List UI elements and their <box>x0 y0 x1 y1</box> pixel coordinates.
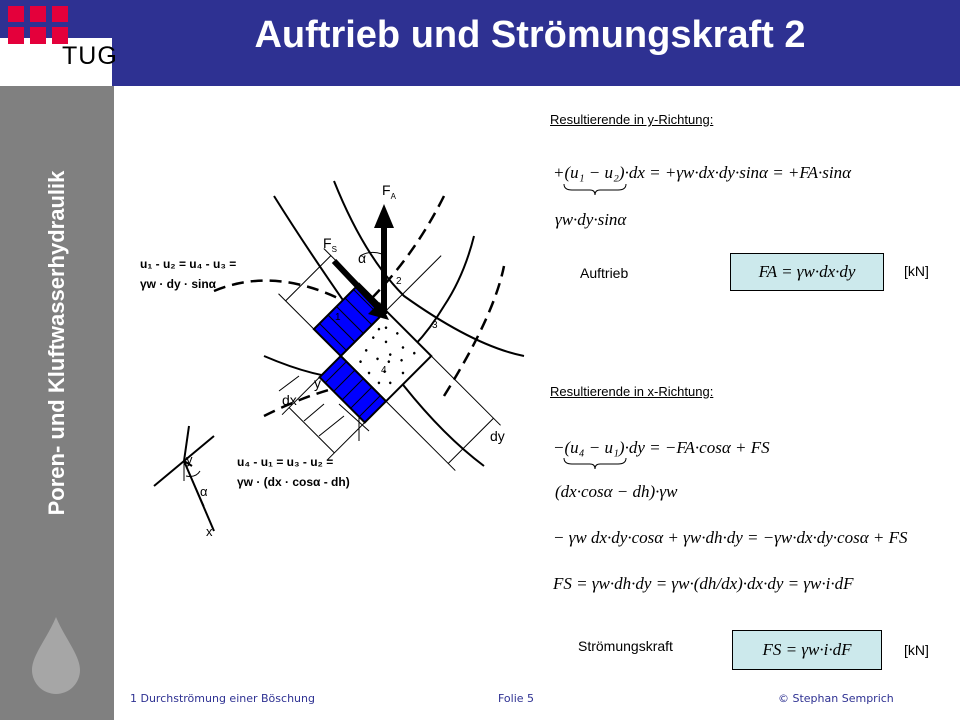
point-4-label: 4 <box>381 365 387 376</box>
page-title: Auftrieb und Strömungskraft 2 <box>254 14 806 56</box>
axis-x-label: x <box>206 524 213 539</box>
fa-label: FA <box>382 182 396 201</box>
alpha-label: α <box>358 250 367 266</box>
brace-y <box>563 183 627 196</box>
equation-x-3: − γw dx·dy·cosα + γw·dh·dy = −γw·dx·dy·c… <box>553 528 908 547</box>
stroemungskraft-unit: [kN] <box>904 642 929 658</box>
heading-x-direction: Resultierende in x-Richtung: <box>550 384 714 399</box>
equation-y-1: +(u₁ − u₂)·dx = +γw·dx·dy·sinα = +FA·sin… <box>553 163 851 182</box>
header-bar <box>0 0 960 86</box>
footer-chapter: 1 Durchströmung einer Böschung <box>130 692 315 705</box>
point-1-label: 1 <box>335 312 341 323</box>
dx-dim-label: dx <box>282 392 297 408</box>
slope-flow-diagram <box>153 180 525 532</box>
dy-dim-label: dy <box>490 428 505 444</box>
equation-x-2: (dx·cosα − dh)·γw <box>555 482 678 501</box>
pressure-eq-top-line2: γw · dy · sinα <box>140 277 217 291</box>
heading-y-direction: Resultierende in y-Richtung: <box>550 112 714 127</box>
axis-y-label: y <box>186 452 193 467</box>
equation-y-2: γw·dy·sinα <box>555 210 627 229</box>
stroemungskraft-label: Strömungskraft <box>578 638 673 654</box>
equation-x-1: −(u₄ − u₁)·dy = −FA·cosα + FS <box>553 438 770 457</box>
footer-copyright: © Stephan Semprich <box>778 692 894 705</box>
pressure-eq-bottom-line2: γw · (dx · cosα - dh) <box>237 475 350 489</box>
axis-alpha-label: α <box>200 484 208 499</box>
stroemungskraft-formula: FS = γw·i·dF <box>762 640 852 659</box>
point-2-label: 2 <box>396 276 402 287</box>
tug-logo <box>0 6 112 86</box>
pressure-eq-bottom-line1: u₄ - u₁ = u₃ - u₂ = <box>237 455 334 469</box>
pressure-eq-top-line1: u₁ - u₂ = u₄ - u₃ = <box>140 257 237 271</box>
water-drop-icon <box>32 617 80 694</box>
auftrieb-label: Auftrieb <box>580 265 629 281</box>
brace-x <box>563 457 627 470</box>
equation-x-4: FS = γw·dh·dy = γw·(dh/dx)·dx·dy = γw·i·… <box>553 574 854 593</box>
auftrieb-unit: [kN] <box>904 263 929 279</box>
auftrieb-formula: FA = γw·dx·dy <box>758 262 856 281</box>
sidebar <box>0 86 114 720</box>
point-3-label: 3 <box>432 320 438 331</box>
sidebar-vertical-title: Poren- und Kluftwasserhydraulik <box>44 170 69 516</box>
fs-label: FS <box>323 235 337 254</box>
footer-slide-number: Folie 5 <box>498 692 535 705</box>
auftrieb-formula-box: FA = γw·dx·dy <box>730 253 884 291</box>
stroemungskraft-formula-box: FS = γw·i·dF <box>732 630 882 670</box>
logo-text: TUG <box>62 42 118 70</box>
y-dim-label: y <box>314 375 321 391</box>
